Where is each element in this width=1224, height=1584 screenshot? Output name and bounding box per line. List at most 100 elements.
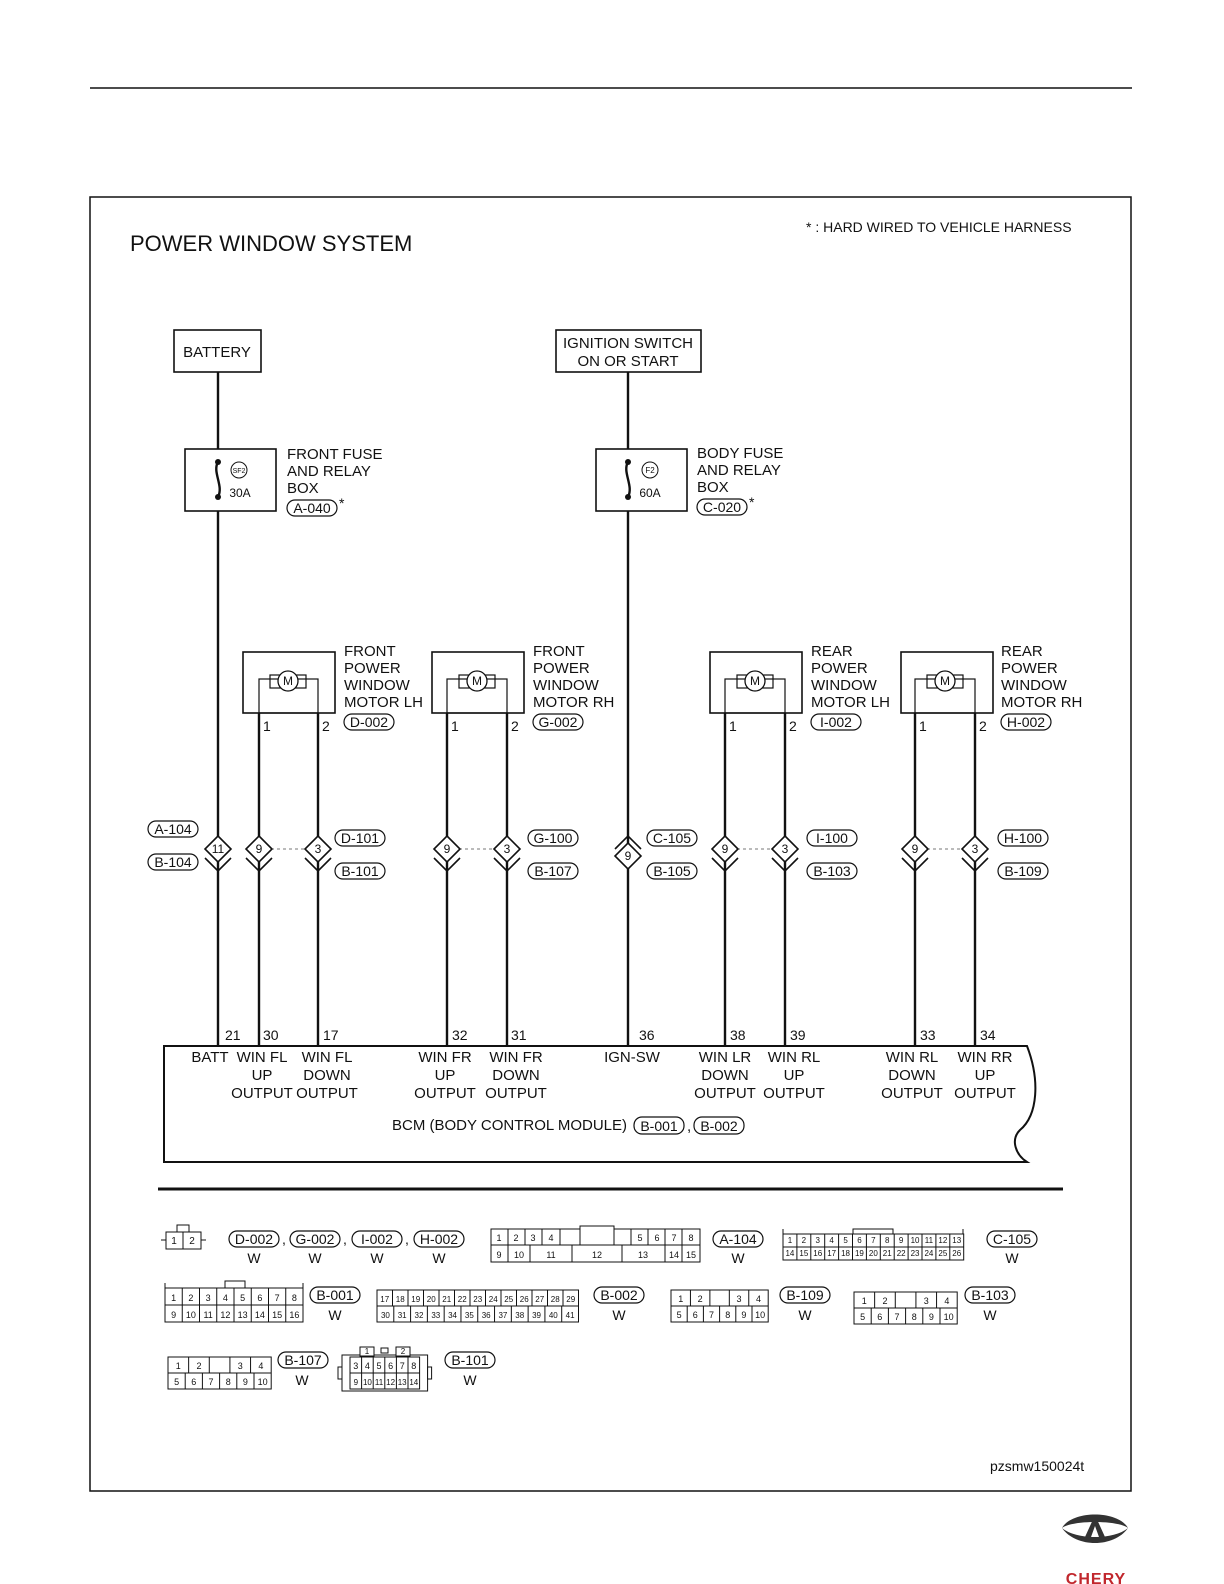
cv-b002-pin: 37 (498, 1311, 507, 1320)
motor-fr-symbol: M (472, 674, 482, 688)
inline-rl-top-pill (806, 829, 858, 847)
motor-rr-label-1: REAR (1001, 643, 1043, 660)
cv-b107-pin: 4 (258, 1361, 263, 1371)
motor-rl-label-3: WINDOW (811, 677, 878, 694)
cv-b001-name: B-001 (316, 1287, 354, 1303)
front-fuse-rating: 30A (229, 486, 250, 500)
inline-connector-fl-down (303, 834, 333, 873)
bcm-label-fl-up-1: WIN FL (237, 1049, 288, 1066)
inline-rr-top-pill (997, 829, 1049, 847)
bcm-connector-1-pill (633, 1116, 685, 1135)
inline-rl-b-pin: 3 (782, 842, 789, 856)
connector-view-motor: 1 2 (161, 1224, 206, 1250)
cv-c105-pin: 15 (799, 1249, 808, 1258)
cv-c105-pin: 9 (899, 1236, 904, 1245)
cv-a104-r1-1: 1 (496, 1233, 501, 1243)
cv-b103-pin: 8 (912, 1312, 917, 1322)
cv-a104-r1-4: 4 (548, 1233, 553, 1243)
cv-a104-r1-2: 2 (513, 1233, 518, 1243)
cv-b001-pin: 15 (272, 1310, 282, 1320)
cv-c105-pin: 2 (802, 1236, 807, 1245)
motor-rl-symbol: M (750, 674, 760, 688)
cv-b002-pin: 21 (442, 1295, 451, 1304)
cv-c105-pin: 26 (952, 1249, 961, 1258)
cv-motor-name-2: G-002 (296, 1231, 335, 1247)
bcm-label-lr-down-3: OUTPUT (694, 1085, 756, 1102)
cv-b103-pin: 9 (929, 1312, 934, 1322)
cv-c105-pin: 21 (883, 1249, 892, 1258)
cv-c105-pin: 10 (911, 1236, 920, 1245)
body-fuse-id: F2 (645, 466, 655, 475)
bcm-label-fl-down-3: OUTPUT (296, 1085, 358, 1102)
cv-c105-pin: 16 (813, 1249, 822, 1258)
cv-motor-name-2-pill (289, 1230, 341, 1248)
cv-b002-pin: 17 (380, 1295, 389, 1304)
cv-b101-pin: 10 (363, 1378, 372, 1387)
cv-b101-pin: 5 (376, 1361, 381, 1371)
cv-c105-pin: 5 (843, 1236, 848, 1245)
inline-rr-b-pin: 3 (972, 842, 979, 856)
inline-rr-a-pin: 9 (912, 842, 919, 856)
inline-fr-up-pin: 9 (444, 842, 451, 856)
cv-c105-pin: 18 (841, 1249, 850, 1258)
wires (216, 372, 977, 1046)
cv-a104-r2-10: 10 (514, 1250, 524, 1260)
motor-rl-connector-pill (810, 713, 862, 731)
cv-b101-name-pill (444, 1351, 496, 1369)
cv-motor-color-3: W (370, 1250, 384, 1266)
cv-motor-pin1: 1 (171, 1236, 177, 1247)
cv-b103-pin: 7 (894, 1312, 899, 1322)
cv-b002-color: W (612, 1307, 626, 1323)
front-fuse-id: SF2 (233, 468, 246, 475)
cv-b002-pin: 26 (520, 1295, 529, 1304)
bcm-connector-sep: , (687, 1118, 691, 1135)
cv-b109-name: B-109 (786, 1287, 824, 1303)
inline-connector-fr-up (432, 834, 462, 873)
inline-connector-fl-up (244, 834, 274, 873)
inline-connector-rl-a (710, 834, 740, 873)
cv-b002-name-pill (593, 1286, 645, 1304)
cv-b103-color: W (983, 1307, 997, 1323)
cv-b101-pin: 14 (409, 1378, 418, 1387)
motor-rr-label-2: POWER (1001, 660, 1058, 677)
bcm-label-ign: IGN-SW (604, 1049, 661, 1066)
cv-b001-pin: 4 (223, 1293, 228, 1303)
bcm-title: BCM (BODY CONTROL MODULE) (392, 1117, 627, 1134)
inline-ign-top: C-105 (653, 830, 691, 846)
cv-a104-r1-3: 3 (530, 1233, 535, 1243)
bcm-label-rl-down-2: DOWN (888, 1067, 936, 1084)
motor-rl-label-1: REAR (811, 643, 853, 660)
cv-b101-pin: 2 (401, 1347, 406, 1356)
motor-rr-connector-pill (1000, 713, 1052, 731)
cv-b001-pin: 13 (238, 1310, 248, 1320)
cv-c105-pin: 8 (885, 1236, 890, 1245)
cv-c105-pin: 12 (938, 1236, 947, 1245)
motor-fr-connector-pill (532, 713, 584, 731)
bcm-label-fl-up-3: OUTPUT (231, 1085, 293, 1102)
cv-b101-pin: 13 (398, 1378, 407, 1387)
bcm-connector-1: B-001 (640, 1118, 678, 1134)
cv-c105-pin: 1 (788, 1236, 793, 1245)
motor-fl-symbol: M (283, 674, 293, 688)
cv-motor-sep-1: , (282, 1231, 286, 1247)
cv-b107-name: B-107 (284, 1352, 322, 1368)
ignition-label-1: IGNITION SWITCH (563, 335, 693, 352)
bcm-pin-34: 34 (980, 1027, 996, 1043)
cv-c105-pin: 25 (938, 1249, 947, 1258)
motor-fl-connector: D-002 (350, 714, 388, 730)
motor-fl-label-4: MOTOR LH (344, 694, 423, 711)
motor-fr: M (431, 651, 525, 714)
cv-c105-name: C-105 (993, 1231, 1031, 1247)
cv-b103-pin: 4 (944, 1296, 949, 1306)
inline-connector-rr-b (960, 834, 990, 873)
cv-b107-pin: 10 (258, 1377, 268, 1387)
cv-b001-pin: 12 (220, 1310, 230, 1320)
cv-a104-r2-9: 9 (496, 1250, 501, 1260)
cv-b002-pin: 24 (489, 1295, 498, 1304)
cv-c105-pin: 14 (785, 1249, 794, 1258)
diagram-frame (89, 196, 1132, 1492)
front-fuse-connector-pill (286, 499, 338, 517)
cv-a104-r1-8: 8 (688, 1233, 693, 1243)
cv-c105-pin: 11 (925, 1236, 934, 1245)
